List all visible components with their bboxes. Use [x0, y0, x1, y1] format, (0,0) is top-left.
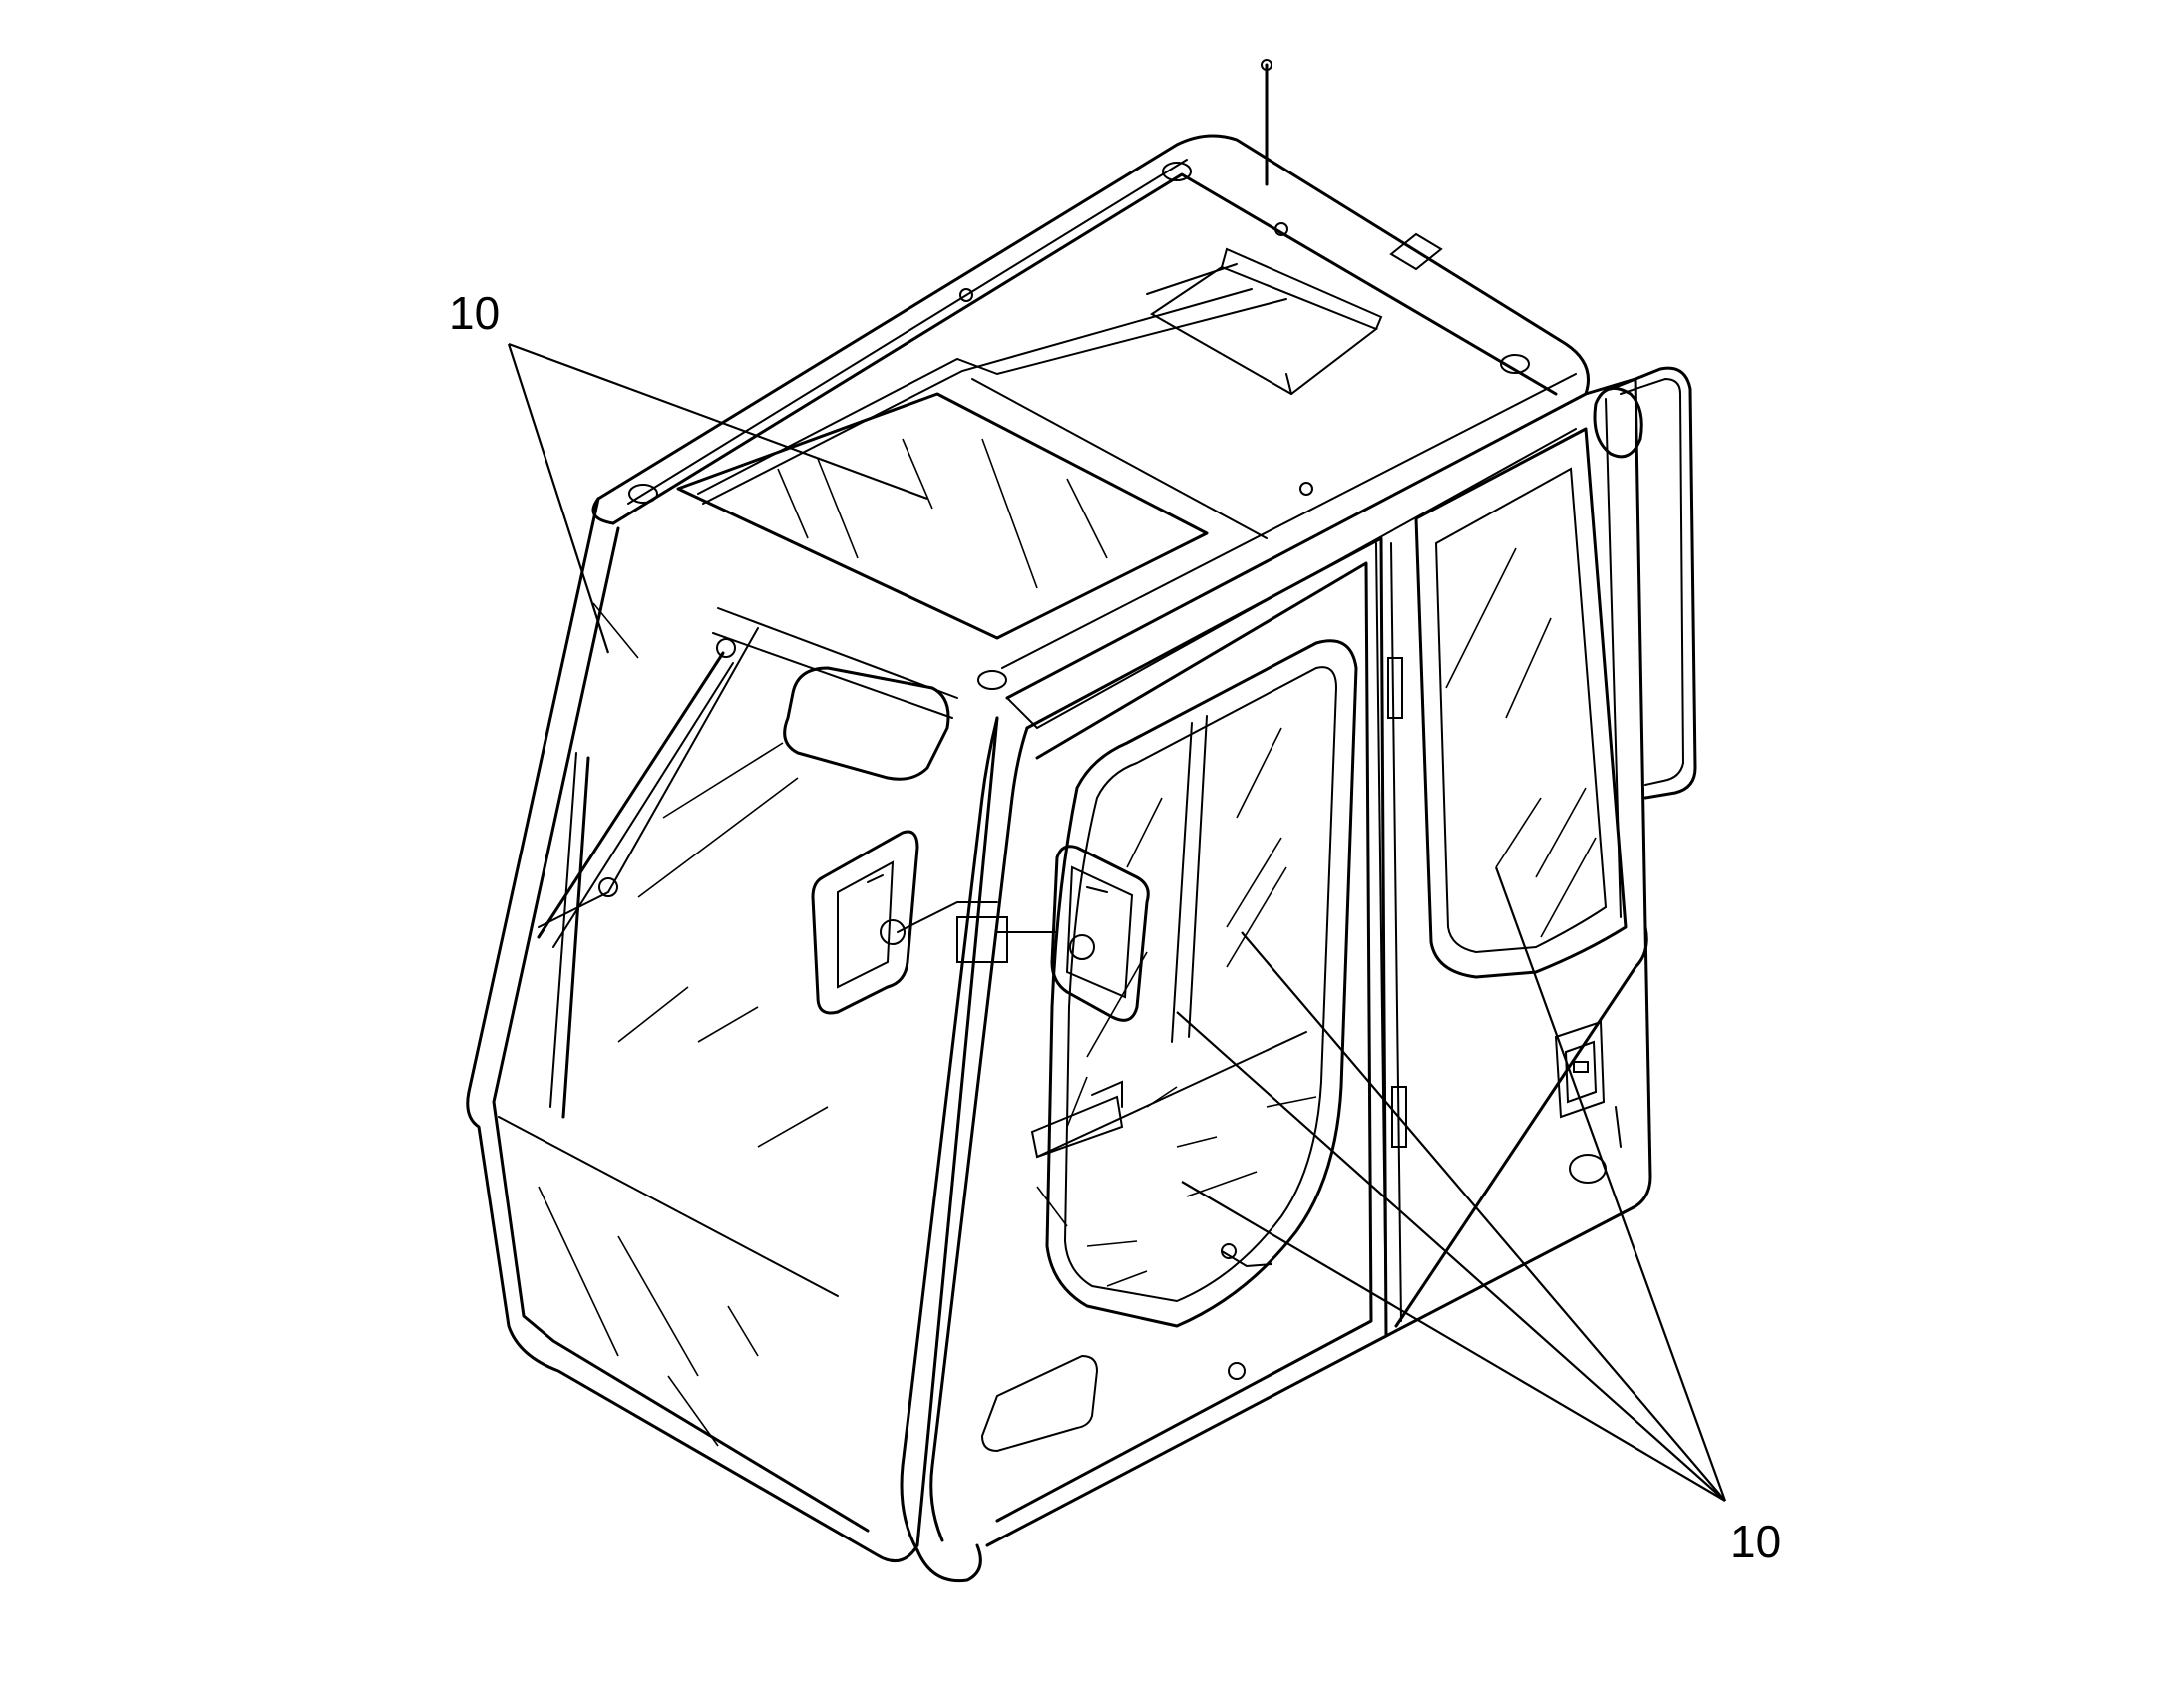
front-pillar [900, 716, 1029, 1583]
roof-window-glass [676, 392, 1209, 640]
leaders-top-left [507, 342, 928, 654]
front-windshield [466, 497, 999, 1563]
callout-bottom-right: 10 [1730, 1516, 1781, 1567]
cab-door [980, 536, 1407, 1547]
front-work-lamp [712, 607, 958, 781]
callout-top-left: 10 [449, 287, 500, 339]
right-mirror [956, 845, 1150, 1022]
cab-rear-body [1384, 366, 1697, 1338]
front-wiper [537, 627, 759, 1119]
cab-roof [591, 59, 1590, 730]
leaders-bottom-right [1176, 866, 1727, 1502]
left-mirror [811, 830, 998, 1015]
roof-wiper [697, 263, 1287, 505]
rear-side-window [1414, 427, 1628, 979]
